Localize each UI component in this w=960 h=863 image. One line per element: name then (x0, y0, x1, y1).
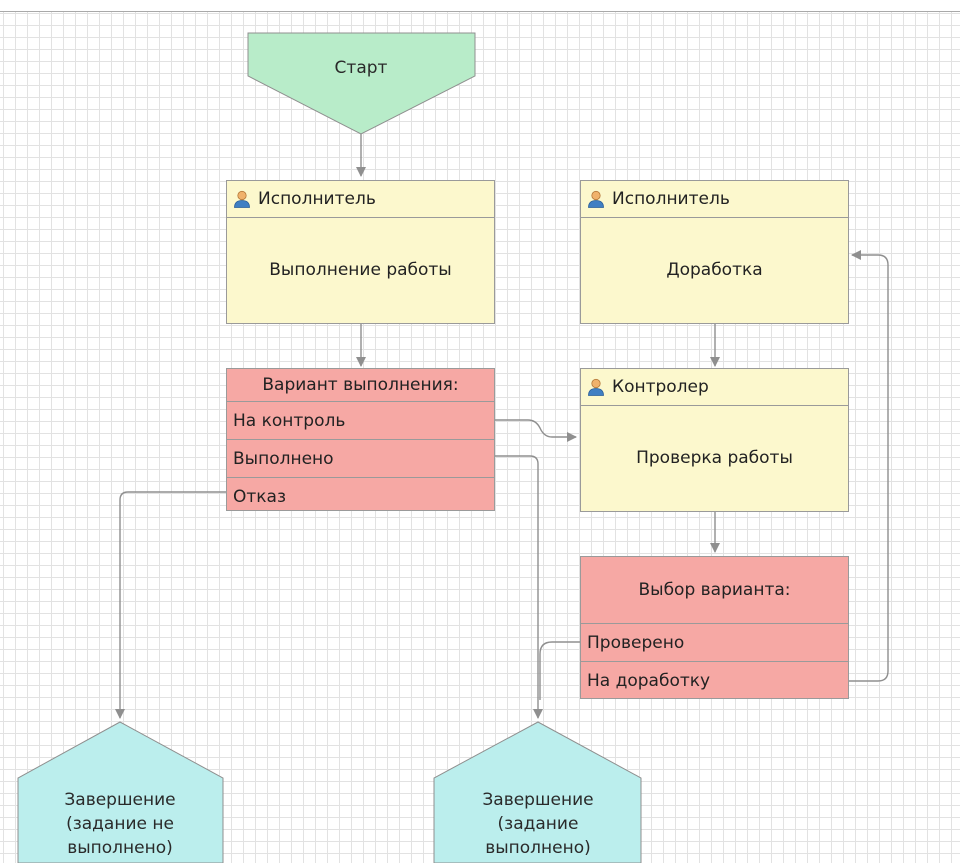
switch-title: Выбор варианта: (581, 557, 848, 624)
connector-done (494, 455, 543, 719)
task-execution-header: Исполнитель (227, 181, 494, 218)
switch-option-control[interactable]: На контроль (227, 402, 494, 440)
finish-label-not-done: Завершение (задание не выполнено) (64, 790, 176, 858)
task-role: Исполнитель (612, 189, 730, 209)
connector-rework (849, 250, 889, 682)
finish-node-not-done[interactable] (17, 721, 224, 863)
task-name: Проверка работы (636, 448, 793, 468)
connector-to-control (494, 419, 577, 442)
task-role: Исполнитель (258, 189, 376, 209)
switch-option-rework[interactable]: На доработку (587, 671, 711, 691)
connector-refuse (115, 491, 226, 719)
task-name: Выполнение работы (269, 260, 452, 280)
task-role: Контролер (612, 377, 709, 397)
task-check-header: Контролер (581, 369, 848, 406)
user-icon (588, 190, 604, 208)
switch-option-checked[interactable]: Проверено (581, 624, 848, 662)
task-check[interactable]: Контролер Проверка работы (580, 368, 849, 512)
start-label: Старт (334, 58, 388, 78)
switch-execution-variant[interactable]: Вариант выполнения: На контроль Выполнен… (226, 368, 495, 511)
switch-title: Вариант выполнения: (227, 369, 494, 402)
switch-option-done[interactable]: Выполнено (227, 440, 494, 478)
user-icon (234, 190, 250, 208)
switch-option-refuse[interactable]: Отказ (233, 487, 287, 507)
task-name: Доработка (666, 260, 763, 280)
user-icon (588, 378, 604, 396)
finish-node-done[interactable] (433, 721, 642, 863)
top-border (0, 0, 960, 12)
task-rework-header: Исполнитель (581, 181, 848, 218)
switch-choice[interactable]: Выбор варианта: Проверено На доработку (580, 556, 849, 699)
start-node[interactable] (247, 32, 476, 135)
connector-checked (539, 641, 580, 700)
task-execution[interactable]: Исполнитель Выполнение работы (226, 180, 495, 324)
finish-label-done: Завершение (задание выполнено) (482, 790, 594, 858)
task-rework[interactable]: Исполнитель Доработка (580, 180, 849, 324)
